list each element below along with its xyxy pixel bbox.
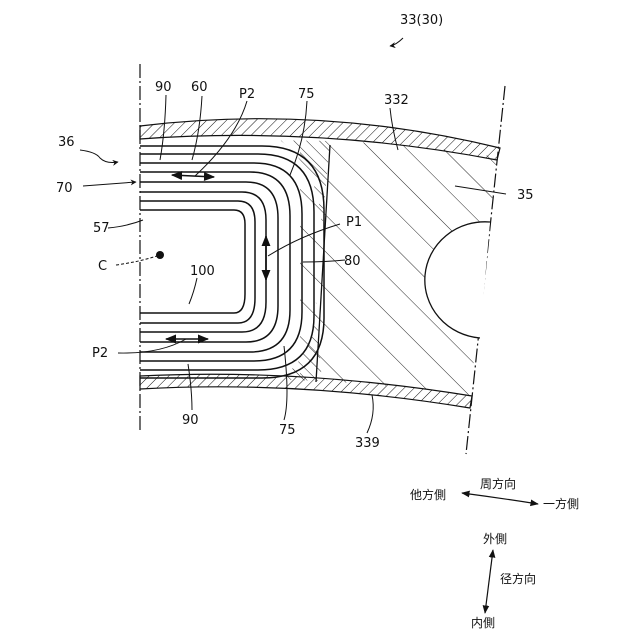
label-80: 80 <box>344 254 361 269</box>
legend-circumferential: 周方向 <box>480 476 516 491</box>
radial-arrow <box>485 550 493 613</box>
label-100: 100 <box>190 264 215 279</box>
legend-one-side: 一方側 <box>543 496 579 511</box>
label-90-top: 90 <box>155 80 172 95</box>
label-75-bottom: 75 <box>279 423 296 438</box>
legend-other-side: 他方側 <box>410 487 446 502</box>
label-33-30: 33(30) <box>400 13 443 28</box>
label-339: 339 <box>355 436 380 451</box>
label-57: 57 <box>93 221 110 236</box>
label-p2-bottom: P2 <box>92 346 108 361</box>
arrow-p2-top <box>172 175 214 177</box>
coil-windings <box>140 146 324 378</box>
label-36: 36 <box>58 135 75 150</box>
circumferential-arrow <box>462 493 538 504</box>
label-c: C <box>98 259 107 274</box>
circumferential-direction-legend: 周方向 他方側 一方側 <box>410 476 579 511</box>
legend-radial: 径方向 <box>500 571 536 586</box>
label-75-top: 75 <box>298 87 315 102</box>
label-p2-top: P2 <box>239 87 255 102</box>
winding-inner <box>140 210 245 313</box>
label-p1: P1 <box>346 215 362 230</box>
winding-4 <box>140 172 290 352</box>
label-90-bottom: 90 <box>182 413 199 428</box>
winding-2 <box>140 154 314 370</box>
legend-outer-side: 外側 <box>483 532 507 546</box>
label-35: 35 <box>517 188 534 203</box>
winding-7 <box>140 201 255 323</box>
label-70: 70 <box>56 181 73 196</box>
winding-5 <box>140 182 278 342</box>
winding-outer <box>140 146 324 378</box>
label-60: 60 <box>191 80 208 95</box>
winding-6 <box>140 192 266 332</box>
center-point-c <box>156 251 164 259</box>
radial-direction-legend: 外側 径方向 内側 <box>471 532 536 630</box>
label-332: 332 <box>384 93 409 108</box>
legend-inner-side: 内側 <box>471 616 495 630</box>
